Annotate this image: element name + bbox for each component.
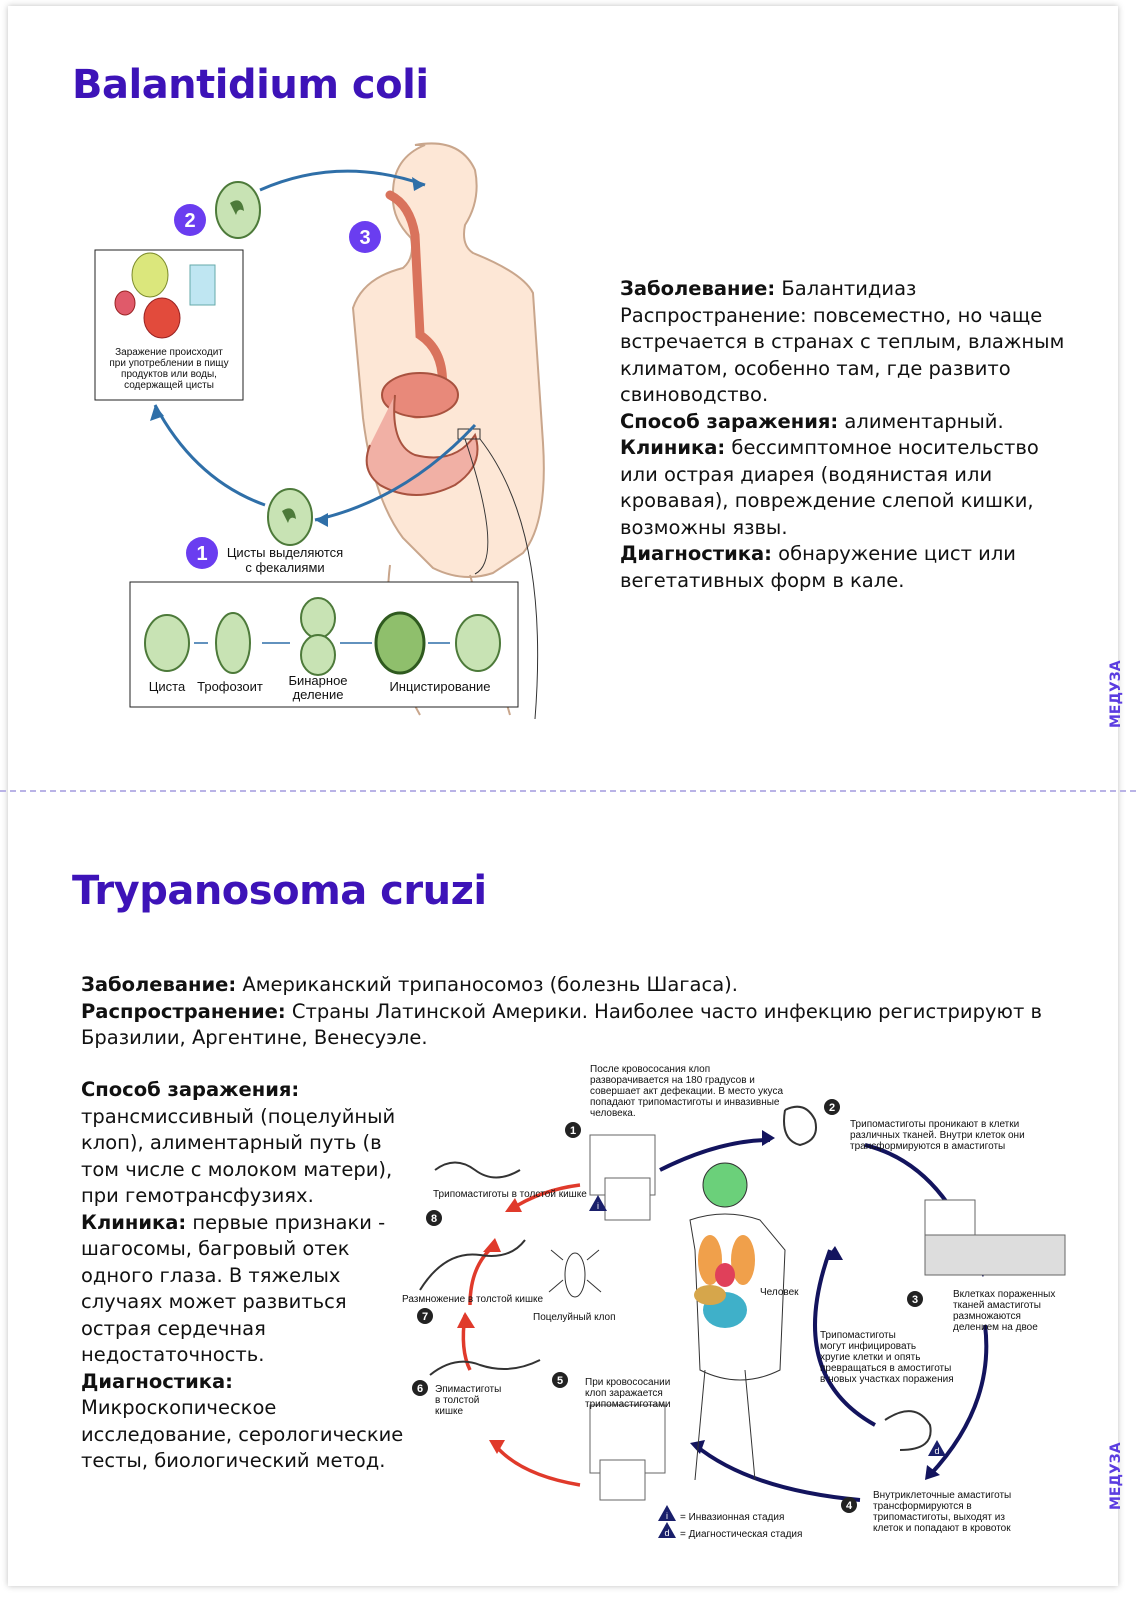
stage-encystment: Инцистирование (389, 679, 490, 694)
svg-text:1: 1 (196, 543, 207, 565)
t-step-3: 3 (907, 1291, 923, 1307)
cyst-bottom (267, 488, 313, 546)
svg-text:3: 3 (912, 1294, 918, 1306)
legend: i = Инвазионная стадия d = Диагностическ… (658, 1505, 802, 1540)
svg-text:i: i (597, 1201, 599, 1211)
t-diagnostics-value: Микроскопическое исследование, серологич… (81, 1396, 404, 1472)
diagnostics-label: Диагностика: (620, 542, 772, 565)
spread-text: Распространение: повсеместно, но чаще вс… (620, 303, 1065, 407)
svg-text:2: 2 (829, 1102, 835, 1114)
section-divider (0, 790, 1136, 792)
t-clinic-value: первые признаки - шагосомы, багровый оте… (81, 1210, 386, 1367)
step-badge-1: 1 (186, 537, 218, 569)
digestive-tract (365, 190, 539, 720)
arrow-cyst-exit (314, 423, 477, 522)
food-box: Заражение происходит при употреблении в … (94, 249, 244, 401)
infection-note-line1: Заражение происходит (115, 347, 223, 358)
t-route-label: Способ заражения: (81, 1078, 300, 1101)
stages-box: Циста Трофозоит Бинарное деление Инцисти… (129, 581, 519, 708)
stage-binary-line1: Бинарное (288, 673, 347, 688)
t-step-8: 8 (426, 1210, 442, 1226)
svg-text:3: 3 (359, 227, 370, 249)
step-badge-2: 2 (174, 204, 206, 236)
svg-text:d: d (664, 1528, 669, 1538)
t-step7-text: Размножение в толстой кишке (402, 1294, 544, 1305)
legend-i: = Инвазионная стадия (680, 1512, 784, 1523)
navy-arrow-5 (813, 1249, 876, 1427)
disease-value: Балантидиаз (775, 277, 917, 300)
brand-logo-bottom: МЕДУЗА (1108, 1442, 1124, 1510)
t-step-1: 1 (565, 1122, 581, 1138)
kissing-bug (548, 1249, 602, 1298)
svg-text:7: 7 (422, 1311, 428, 1323)
svg-text:2: 2 (184, 210, 195, 232)
cysts-excreted-line1: Цисты выделяются (227, 545, 343, 560)
t-step-4: 4 (841, 1497, 857, 1513)
section2-title: Trypanosoma cruzi (72, 868, 487, 914)
t-step-6: 6 (412, 1380, 428, 1396)
image-panels (589, 1134, 1066, 1501)
infection-note-line4: содержащей цисты (124, 380, 214, 391)
svg-text:i: i (666, 1511, 668, 1521)
t-step8-text: Трипомастиготы в толстой кишке (433, 1189, 587, 1200)
arrow-to-mouth (259, 169, 426, 192)
stage-binary-line2: деление (293, 687, 344, 702)
t-spread-value: Страны Латинской Америки. Наиболее часто… (81, 999, 1042, 1050)
t-bug-label: Поцелуйный клоп (533, 1312, 616, 1323)
clinic-label: Клиника: (620, 436, 726, 459)
cyst-top (215, 181, 261, 239)
brand-logo-top: МЕДУЗА (1108, 660, 1124, 728)
infection-note-line3: продуктов или воды, (121, 369, 217, 380)
svg-text:4: 4 (846, 1500, 853, 1512)
disease-label: Заболевание: (620, 277, 776, 300)
marker-i: i (589, 1195, 607, 1211)
t-step-2: 2 (824, 1099, 840, 1115)
trypanosoma-diagram: 1 2 3 4 5 6 7 8 i d После кровососания к… (402, 1064, 1066, 1540)
trypanosoma-side: Способ заражения: трансмиссивный (поцелу… (81, 1077, 411, 1475)
infection-note-line2: при употреблении в пищу (109, 357, 228, 369)
t-clinic-label: Клиника: (81, 1210, 187, 1234)
arrow-to-food (153, 404, 266, 507)
clinic-value: бессимптомное носительство или острая ди… (620, 436, 1039, 539)
svg-text:5: 5 (557, 1375, 563, 1387)
balantidium-info: Заболевание: Балантидиаз Распространение… (620, 276, 1070, 594)
svg-text:d: d (934, 1446, 939, 1456)
section1-title: Balantidium coli (72, 62, 429, 108)
route-label: Способ заражения: (620, 409, 839, 433)
trypanosoma-intro: Заболевание: Американский трипаносомоз (… (81, 972, 1081, 1052)
t-human-label: Человек (760, 1287, 799, 1298)
t-step-5: 5 (552, 1372, 568, 1388)
legend-d: = Диагностическая стадия (680, 1529, 802, 1540)
t-disease-value: Американский трипаносомоз (болезнь Шагас… (236, 973, 738, 996)
navy-arrow-3 (928, 1324, 989, 1477)
navy-arrow-4 (693, 1443, 861, 1502)
stage-trophozoite: Трофозоит (197, 679, 263, 694)
human-figure (689, 1162, 786, 1481)
navy-arrow-1 (659, 1138, 771, 1172)
t-step-7: 7 (417, 1308, 433, 1324)
route-value: алиментарный. (838, 409, 1004, 433)
svg-text:6: 6 (417, 1383, 423, 1395)
t-diagnostics-label: Диагностика: (81, 1369, 233, 1393)
red-arrow-4 (493, 1443, 581, 1487)
t-spread-label: Распространение: (81, 999, 286, 1023)
t-route-value: трансмиссивный (поцелуйный клоп), алимен… (81, 1104, 396, 1208)
stage-cyst: Циста (149, 679, 186, 694)
step-badge-3: 3 (349, 221, 381, 253)
marker-d: d (928, 1440, 946, 1456)
svg-text:8: 8 (431, 1213, 437, 1225)
t-disease-label: Заболевание: (81, 973, 237, 996)
diagnostics-value: обнаружение цист или вегетативных форм в… (620, 542, 1016, 592)
svg-text:1: 1 (570, 1125, 576, 1137)
balantidium-diagram: 2 3 1 Заражение происходит при употребле… (94, 142, 545, 720)
parasite-forms (419, 1105, 932, 1451)
cysts-excreted-line2: с фекалиями (245, 560, 324, 575)
